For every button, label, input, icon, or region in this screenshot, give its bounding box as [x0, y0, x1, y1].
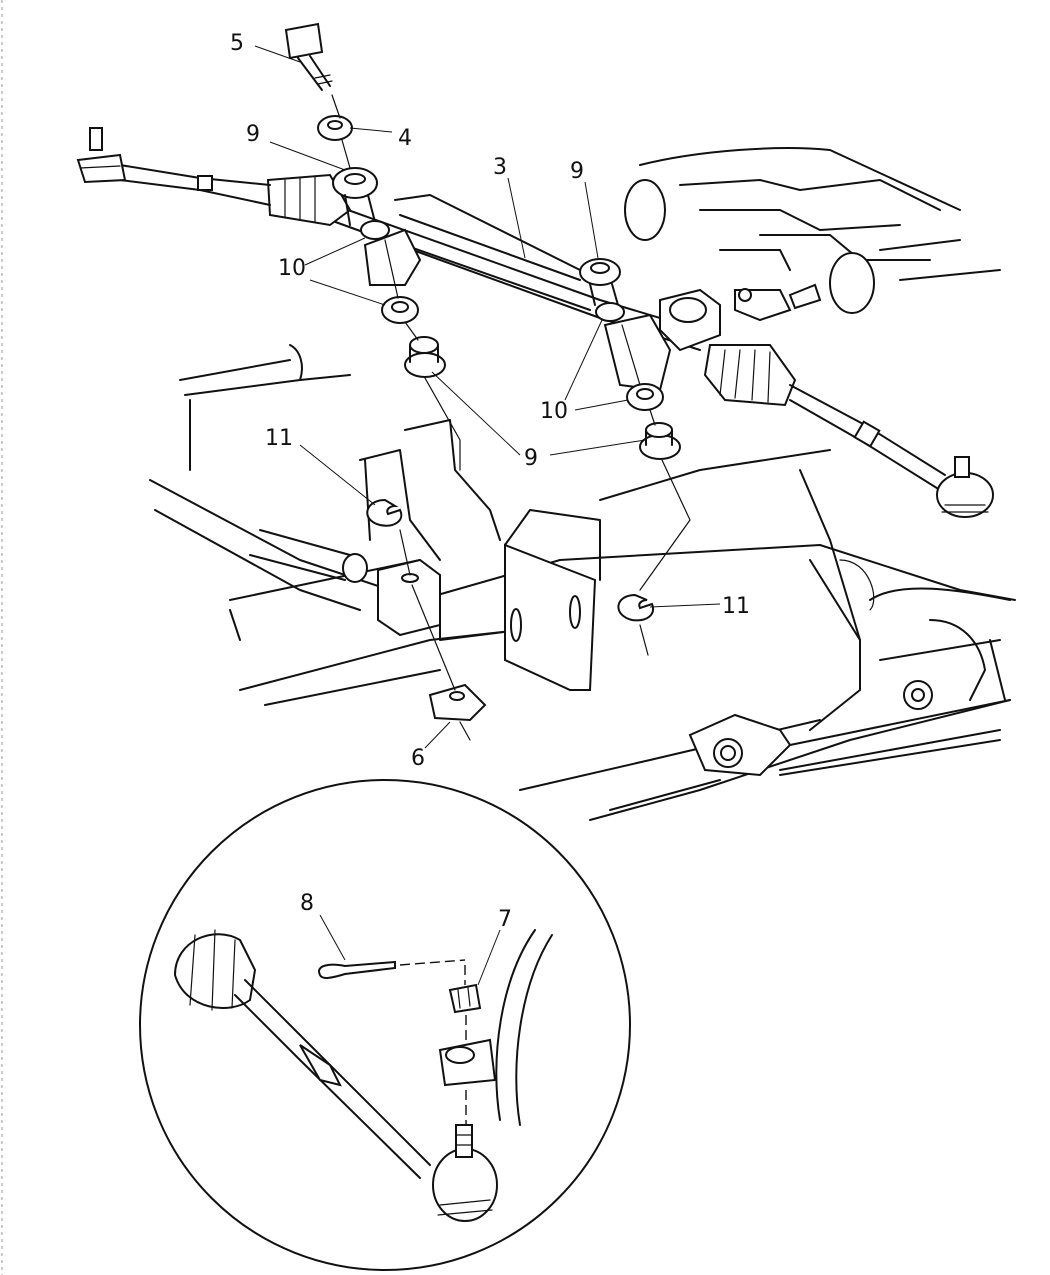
callout-10-left: 10: [278, 256, 306, 281]
callout-labels: 5 4 9 3 9 10 10 9 11 11 6 8 7: [230, 31, 750, 932]
frame-crossmember: [149, 344, 1016, 821]
center-mounting-plate: [504, 509, 601, 691]
lower-right-bushing: [688, 619, 1011, 777]
callout-6: 6: [411, 746, 425, 771]
callout-9-top-right: 9: [570, 159, 584, 184]
washer-10-right: [626, 383, 664, 411]
grommet-9-upper-left: [332, 167, 390, 240]
grommet-9-lower-right: [639, 422, 681, 460]
callout-7: 7: [498, 907, 512, 932]
bolt-5: [284, 22, 333, 91]
alignment-lines: [331, 94, 691, 741]
steering-gear-assembly: [76, 127, 994, 518]
callout-11-right: 11: [722, 594, 750, 619]
frame-round-tube: [249, 529, 368, 583]
callout-4: 4: [398, 126, 412, 151]
leader-lines: [254, 45, 721, 986]
callout-11-left: 11: [265, 426, 293, 451]
callout-5: 5: [230, 31, 244, 56]
callout-10-right: 10: [540, 399, 568, 424]
nut-6: [428, 683, 487, 722]
callout-9-top-left: 9: [246, 122, 260, 147]
clip-11-left: [366, 498, 403, 527]
grommet-9-upper-right: [579, 258, 625, 322]
washer-4: [317, 115, 353, 141]
clip-11-right: [617, 593, 654, 622]
washer-10-left: [381, 296, 419, 324]
engine-outline: [624, 147, 1001, 314]
left-mounting-bracket: [359, 419, 501, 637]
detail-view-circle: [139, 779, 631, 1271]
callout-3: 3: [493, 155, 507, 180]
grommet-9-lower-left: [404, 336, 446, 378]
callout-9-middle: 9: [524, 446, 538, 471]
callout-8: 8: [300, 891, 314, 916]
